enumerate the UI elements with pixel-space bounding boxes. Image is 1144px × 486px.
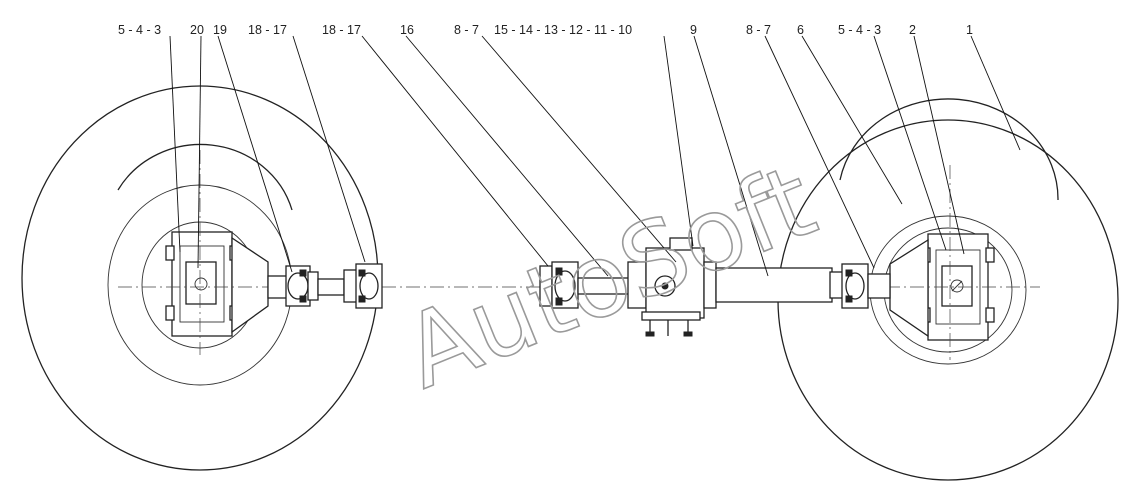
callout-label: 8 - 7 bbox=[454, 23, 479, 37]
callout-labels: 5 - 4 - 3 20 19 18 - 17 18 - 17 16 8 - 7… bbox=[118, 23, 973, 37]
callout-label: 5 - 4 - 3 bbox=[118, 23, 161, 37]
leader-lines bbox=[169, 35, 1021, 277]
watermark: AutoSoft bbox=[388, 142, 830, 411]
right-long-shaft bbox=[715, 263, 891, 309]
callout-label: 5 - 4 - 3 bbox=[838, 23, 881, 37]
left-half-shaft bbox=[267, 263, 383, 309]
callout-label: 2 bbox=[909, 23, 916, 37]
callout-label: 18 - 17 bbox=[322, 23, 361, 37]
callout-label: 1 bbox=[966, 23, 973, 37]
callout-label: 8 - 7 bbox=[746, 23, 771, 37]
callout-label: 9 bbox=[690, 23, 697, 37]
callout-label: 19 bbox=[213, 23, 227, 37]
callout-label: 18 - 17 bbox=[248, 23, 287, 37]
left-wheel bbox=[21, 85, 379, 471]
callout-label: 6 bbox=[797, 23, 804, 37]
central-reducer bbox=[539, 237, 717, 337]
callout-label: 15 - 14 - 13 - 12 - 11 - 10 bbox=[494, 23, 632, 37]
callout-label: 16 bbox=[400, 23, 414, 37]
callout-label: 20 bbox=[190, 23, 204, 37]
